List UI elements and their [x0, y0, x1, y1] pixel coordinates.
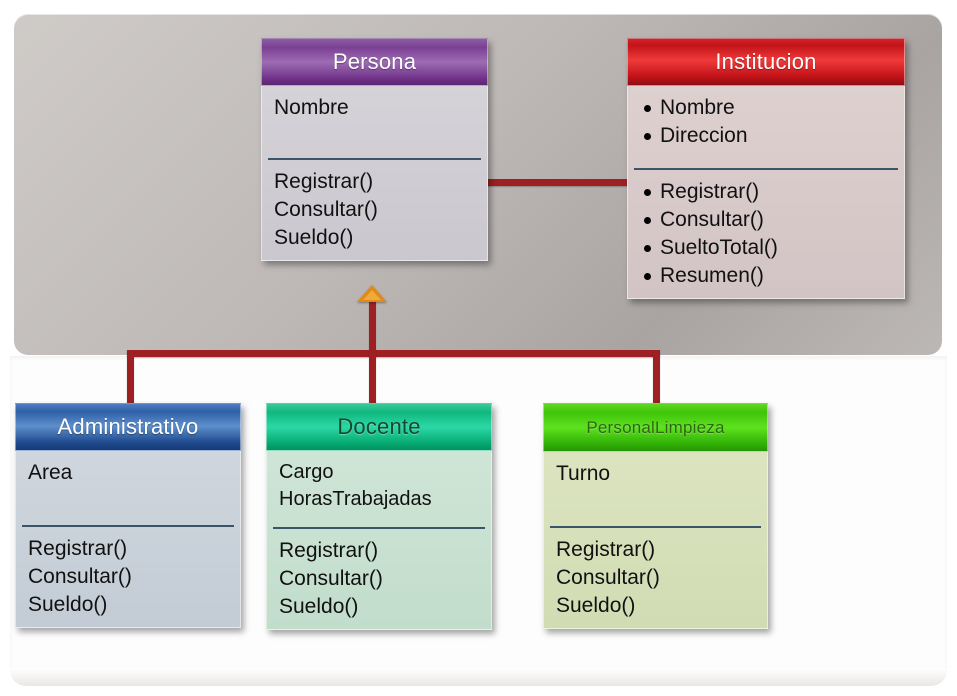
class-body-docente: Cargo HorasTrabajadas Registrar() Consul… — [266, 451, 492, 630]
inheritance-triangle-icon — [357, 285, 387, 302]
class-body-personallimpieza: Turno Registrar() Consultar() Sueldo() — [543, 452, 768, 629]
attribute-row: Turno — [556, 462, 611, 485]
operation-row: Consultar() — [28, 564, 132, 588]
attribute-row: Direccion — [640, 122, 894, 150]
class-name-institucion: Institucion — [627, 38, 905, 86]
operation-row: Consultar() — [279, 566, 383, 590]
generalization-bus — [127, 350, 660, 357]
attributes-institucion: Nombre Direccion — [628, 86, 904, 168]
generalization-stem-persona — [369, 300, 376, 356]
operation-row: Resumen() — [640, 262, 894, 290]
attributes-docente: Cargo HorasTrabajadas — [267, 451, 491, 527]
operation-row: Sueldo() — [274, 225, 354, 249]
operation-row: Registrar() — [556, 538, 656, 561]
association-persona-institucion — [484, 179, 632, 186]
generalization-drop-docente — [369, 350, 376, 406]
class-name-personallimpieza: PersonalLimpieza — [543, 403, 768, 452]
section-separator — [550, 526, 761, 528]
class-box-docente[interactable]: Docente Cargo HorasTrabajadas Registrar(… — [266, 403, 492, 630]
operation-row: Registrar() — [274, 170, 374, 193]
operations-docente: Registrar() Consultar() Sueldo() — [267, 529, 491, 629]
attribute-row: Area — [28, 461, 73, 484]
section-separator — [273, 527, 485, 529]
class-name-administrativo: Administrativo — [15, 403, 241, 451]
section-separator — [268, 158, 481, 160]
operation-row: Consultar() — [556, 565, 660, 589]
attribute-row: HorasTrabajadas — [279, 487, 432, 510]
operation-row: Consultar() — [274, 197, 378, 221]
panel-bottom-edge — [10, 668, 947, 686]
operations-administrativo: Registrar() Consultar() Sueldo() — [16, 527, 240, 627]
class-box-personallimpieza[interactable]: PersonalLimpieza Turno Registrar() Consu… — [543, 403, 768, 629]
operations-personallimpieza: Registrar() Consultar() Sueldo() — [544, 528, 767, 628]
attributes-personallimpieza: Turno — [544, 452, 767, 526]
attribute-row: Nombre — [274, 96, 349, 119]
operation-row: Consultar() — [640, 206, 894, 234]
class-body-institucion: Nombre Direccion Registrar() Consultar()… — [627, 86, 905, 299]
class-box-administrativo[interactable]: Administrativo Area Registrar() Consulta… — [15, 403, 241, 628]
attribute-row: Cargo — [279, 461, 334, 483]
attributes-persona: Nombre — [262, 86, 487, 158]
section-separator — [22, 525, 234, 527]
generalization-drop-limpieza — [653, 350, 660, 406]
attribute-row: Nombre — [640, 94, 894, 122]
generalization-drop-administrativo — [127, 350, 134, 406]
attributes-administrativo: Area — [16, 451, 240, 525]
section-separator — [634, 168, 898, 170]
class-body-administrativo: Area Registrar() Consultar() Sueldo() — [15, 451, 241, 628]
operation-row: Registrar() — [28, 537, 128, 560]
operations-persona: Registrar() Consultar() Sueldo() — [262, 160, 487, 260]
class-name-docente: Docente — [266, 403, 492, 451]
class-name-persona: Persona — [261, 38, 488, 86]
operation-row: Registrar() — [640, 178, 894, 206]
class-box-institucion[interactable]: Institucion Nombre Direccion Registrar()… — [627, 38, 905, 299]
operation-row: Sueldo() — [556, 593, 636, 617]
operations-institucion: Registrar() Consultar() SueltoTotal() Re… — [628, 170, 904, 298]
class-box-persona[interactable]: Persona Nombre Registrar() Consultar() S… — [261, 38, 488, 261]
operation-row: Sueldo() — [28, 592, 108, 616]
operation-row: Registrar() — [279, 539, 379, 562]
class-body-persona: Nombre Registrar() Consultar() Sueldo() — [261, 86, 488, 261]
operation-row: SueltoTotal() — [640, 234, 894, 262]
operation-row: Sueldo() — [279, 594, 359, 618]
